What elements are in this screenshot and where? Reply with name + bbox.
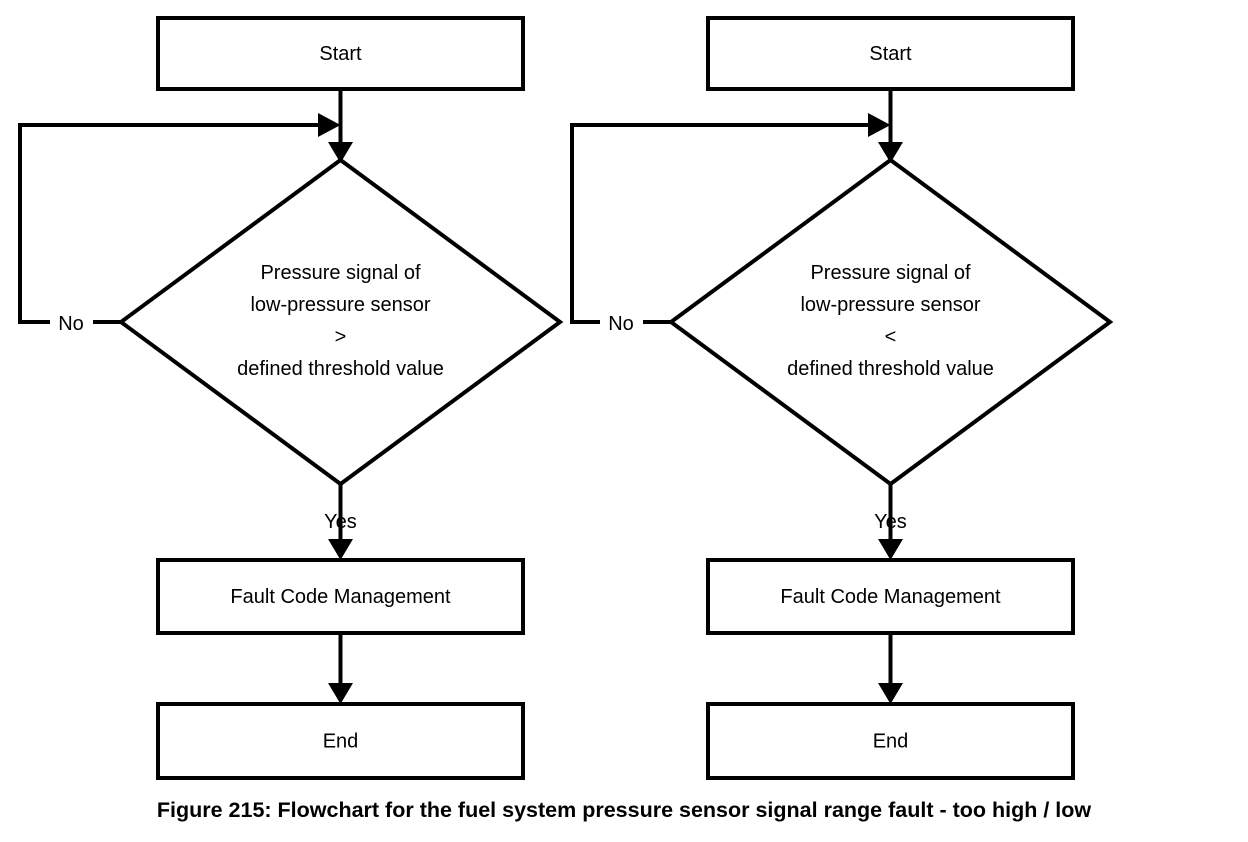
edge-yes-left: Yes [324, 484, 357, 560]
arrowhead-right-loop-left [318, 113, 341, 137]
edge-fault-to-end-left [328, 633, 353, 704]
start-box-right[interactable] [706, 16, 1075, 91]
end-label-left: End [323, 730, 359, 752]
edge-label-yes-right: Yes [874, 511, 907, 533]
node-fault-code-management-right[interactable]: Fault Code Management [706, 558, 1075, 635]
edge-yes-right: Yes [874, 484, 907, 560]
decision-diamond-left[interactable] [117, 157, 564, 487]
flowchart-left: Start Pressure signal of low-pressure se… [18, 16, 564, 780]
edge-fault-to-end-right [878, 633, 903, 704]
node-start-right[interactable]: Start [706, 16, 1075, 91]
arrowhead-down-end-right [878, 683, 903, 704]
decision-line3-left: > [335, 326, 347, 348]
edge-no-loop-right: No [570, 113, 891, 335]
edge-label-no-left: No [58, 313, 84, 335]
decision-line2-left: low-pressure sensor [250, 294, 430, 316]
arrowhead-down-fault-left [328, 539, 353, 560]
edge-label-yes-left: Yes [324, 511, 357, 533]
decision-line1-left: Pressure signal of [260, 262, 421, 284]
node-end-left[interactable]: End [156, 702, 525, 780]
edge-start-to-decision-right [878, 89, 903, 163]
node-fault-code-management-left[interactable]: Fault Code Management [156, 558, 525, 635]
fault-box-right[interactable] [706, 558, 1075, 635]
edge-no-loop-left: No [18, 113, 341, 335]
decision-line4-left: defined threshold value [237, 358, 444, 380]
end-box-left[interactable] [156, 702, 525, 780]
edge-start-to-decision-left [328, 89, 353, 163]
node-start-left[interactable]: Start [156, 16, 525, 91]
decision-line3-right: < [885, 326, 897, 348]
decision-line1-right: Pressure signal of [810, 262, 971, 284]
flowchart-right: Start Pressure signal of low-pressure se… [570, 16, 1114, 780]
decision-line4-right: defined threshold value [787, 358, 994, 380]
arrowhead-down-end-left [328, 683, 353, 704]
end-label-right: End [873, 730, 909, 752]
node-decision-left[interactable]: Pressure signal of low-pressure sensor >… [117, 157, 564, 487]
fault-label-right: Fault Code Management [780, 586, 1001, 608]
arrowhead-down-decision-right [878, 142, 903, 163]
arrowhead-down-fault-right [878, 539, 903, 560]
start-label-left: Start [319, 43, 362, 65]
arrowhead-down-decision-left [328, 142, 353, 163]
arrowhead-right-loop-right [868, 113, 891, 137]
node-decision-right[interactable]: Pressure signal of low-pressure sensor <… [667, 157, 1114, 487]
decision-diamond-right[interactable] [667, 157, 1114, 487]
figure-caption: Figure 215: Flowchart for the fuel syste… [156, 798, 1092, 822]
end-box-right[interactable] [706, 702, 1075, 780]
decision-line2-right: low-pressure sensor [800, 294, 980, 316]
node-end-right[interactable]: End [706, 702, 1075, 780]
fault-label-left: Fault Code Management [230, 586, 451, 608]
edge-label-no-right: No [608, 313, 634, 335]
start-box-left[interactable] [156, 16, 525, 91]
start-label-right: Start [869, 43, 912, 65]
